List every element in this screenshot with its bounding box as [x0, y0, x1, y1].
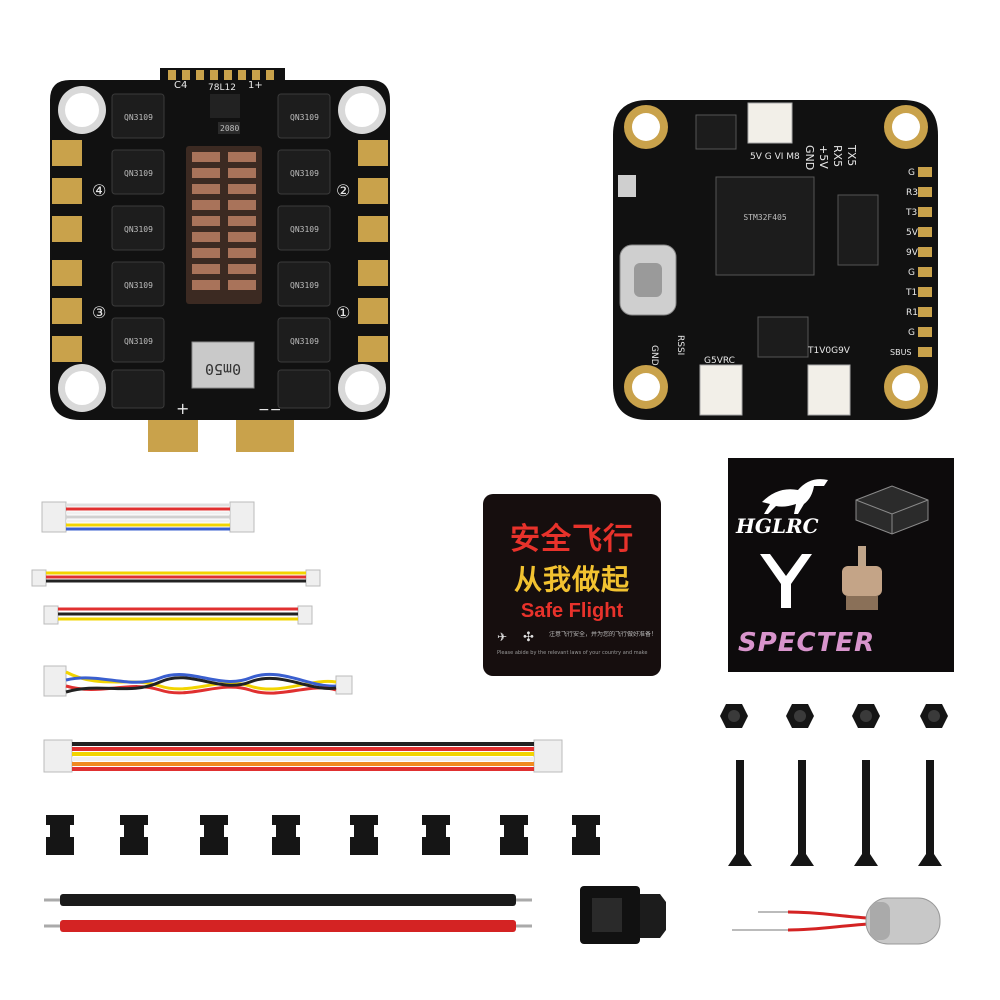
grommet	[200, 815, 228, 855]
esc-mount-holes	[58, 86, 386, 412]
sticker-small-text-2: Please abide by the relevant laws of you…	[497, 650, 649, 656]
mosfet-label: QN3109	[124, 113, 153, 122]
esc-label-cap: C4	[174, 80, 187, 91]
fc-mount-holes	[624, 105, 928, 409]
fc-chip-flash	[695, 114, 737, 150]
mosfet-label: QN3109	[124, 225, 153, 234]
power-leads	[44, 894, 532, 932]
fc-mcu-label: STM32F405	[743, 213, 787, 222]
fc-connector-bottom-left	[699, 364, 743, 416]
grommet	[500, 815, 528, 855]
xt-power-connector	[580, 886, 666, 944]
fc-label-bottom-row: 5V G VI M8	[750, 152, 800, 162]
sticker-line-1: 安全飞行	[510, 522, 634, 557]
cable-twisted-4pin	[43, 665, 353, 697]
mosfet-label: QN3109	[124, 281, 153, 290]
cable-ribbon-3pin-short	[43, 605, 313, 625]
product-name: SPECTER	[738, 628, 876, 658]
esc-label-plus: +	[176, 399, 189, 418]
fc-pad-label: T3	[905, 208, 917, 218]
hglrc-mini-logo-icon: ✈	[497, 630, 508, 644]
quad-icon: ✣	[523, 630, 534, 645]
hardware-set	[720, 704, 948, 866]
esc-label-resistor: 0m50	[205, 360, 241, 378]
fc-pad-label: G	[908, 328, 915, 338]
fc-chip-gyro	[757, 316, 809, 358]
esc-motor-pads	[52, 140, 388, 362]
fc-label-gnd-top: GND	[803, 145, 816, 170]
grommet	[272, 815, 300, 855]
fc-pad-label: 5V	[906, 228, 919, 238]
mosfet-label: QN3109	[290, 281, 319, 290]
grommet	[572, 815, 600, 855]
dinosaur-logo-icon	[762, 479, 828, 514]
mosfet-label: QN3109	[290, 337, 319, 346]
fc-label-tx5: TX5	[845, 144, 858, 166]
grommet	[46, 815, 74, 855]
esc-label-plus-top: 1+	[248, 80, 263, 91]
esc-label-minus: −−	[258, 402, 281, 418]
fc-pad-label: 9V	[906, 248, 919, 258]
esc-capacitor-bank	[186, 146, 262, 304]
specter-y-logo-icon	[760, 554, 812, 608]
fc-label-rx5: RX5	[831, 145, 844, 167]
power-lead-black	[60, 894, 516, 906]
mosfet-label: QN3109	[290, 169, 319, 178]
mosfet-label: QN3109	[290, 113, 319, 122]
fc-label-gnd-left: GND	[649, 345, 659, 366]
grommet	[350, 815, 378, 855]
esc-mosfets-left	[111, 93, 165, 409]
fc-pad-label: G	[908, 268, 915, 278]
flight-controller-board: STM32F405 TX5 RX5 +5V GND 5V G VI M8 G5V…	[613, 100, 938, 420]
cable-ribbon-3pin-long	[31, 569, 321, 587]
fc-label-g5vrc: G5VRC	[704, 356, 735, 366]
mosfet-label: QN3109	[290, 225, 319, 234]
grommet	[120, 815, 148, 855]
esc-motor-number: ④	[92, 181, 106, 200]
esc-shunt-resistor	[191, 341, 255, 389]
cable-ribbon-8pin	[41, 501, 255, 533]
electrolytic-capacitor	[732, 897, 941, 945]
brand-name: HGLRC	[736, 514, 819, 538]
sticker-line-3: Safe Flight	[520, 600, 624, 622]
fc-box-render-icon	[855, 485, 929, 535]
mosfet-label: QN3109	[124, 337, 153, 346]
lock-nuts	[720, 704, 948, 728]
cable-ribbon-6pin	[43, 739, 563, 773]
rubber-grommets	[46, 815, 600, 855]
fc-pad-label: SBUS	[890, 348, 912, 357]
fc-right-pads	[918, 167, 932, 357]
esc-motor-number: ③	[92, 303, 106, 322]
esc-mosfets-right	[277, 93, 331, 409]
esc-board: QN3109 QN3109 QN3109 QN3109 QN3109 QN310…	[50, 68, 390, 452]
fc-mcu-chip	[715, 176, 815, 276]
fc-pad-label: T1	[905, 288, 917, 298]
hglrc-brand-sticker: HGLRC SPECTER	[728, 458, 954, 672]
fc-pad-label: R3	[906, 188, 918, 198]
esc-motor-number: ②	[336, 181, 350, 200]
sticker-line-2: 从我做起	[513, 563, 630, 596]
safe-flight-sticker: 安全飞行 从我做起 Safe Flight ✈ ✣ 注意飞行安全，并为您的飞行做…	[483, 494, 661, 676]
mosfet-label: QN3109	[124, 169, 153, 178]
fc-pad-label: G	[908, 168, 915, 178]
motor-render-icon	[842, 546, 882, 610]
esc-label-small-chip: 2080	[220, 124, 239, 133]
esc-regulator	[210, 94, 240, 118]
grommet	[422, 815, 450, 855]
fc-boot-button	[618, 175, 636, 197]
sticker-small-text-1: 注意飞行安全，并为您的飞行做好准备！	[549, 631, 653, 638]
esc-label-reg: 78L12	[208, 83, 236, 93]
fc-connector-bottom-right	[807, 364, 851, 416]
power-lead-red	[60, 920, 516, 932]
fc-label-t1v0g9v: T1V0G9V	[807, 346, 851, 356]
screws	[728, 760, 942, 866]
cable-set	[31, 501, 563, 773]
fc-label-5v: +5V	[817, 145, 830, 169]
esc-motor-number: ①	[336, 303, 350, 322]
fc-chip-osd	[837, 194, 879, 266]
fc-pad-label: R1	[906, 308, 918, 318]
fc-label-rssi: RSSI	[675, 335, 685, 355]
fc-connector-top	[747, 102, 793, 144]
